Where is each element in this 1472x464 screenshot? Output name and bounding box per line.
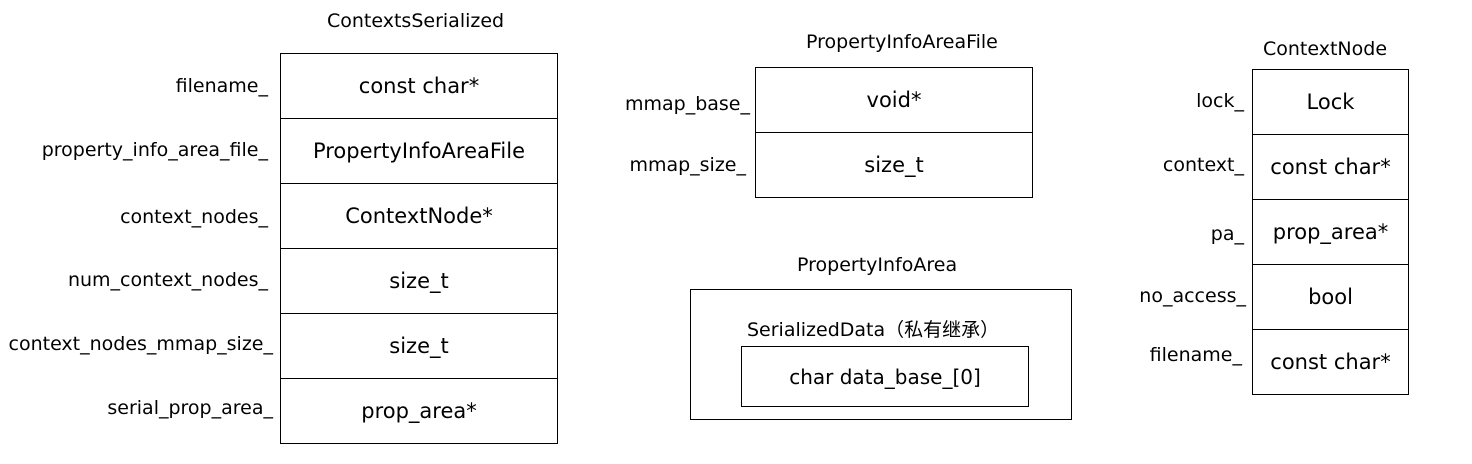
data-base-field: char data_base_[0]: [741, 346, 1029, 407]
type-cell-filename: const char*: [281, 54, 557, 119]
property-info-area-file-table: void* size_t: [755, 67, 1033, 198]
type-cell-num-context-nodes: size_t: [281, 249, 557, 314]
serialized-data-title: SerializedData（私有继承）: [747, 319, 1000, 341]
contexts-serialized-title: ContextsSerialized: [327, 10, 505, 32]
field-label-context: context_: [1162, 154, 1244, 176]
property-info-area-file-title: PropertyInfoAreaFile: [806, 31, 998, 53]
type-cell-property-info-area-file: PropertyInfoAreaFile: [281, 119, 557, 184]
type-cell-serial-prop-area: prop_area*: [361, 399, 477, 423]
type-cell-pa: prop_area*: [1253, 200, 1408, 265]
type-cell-context-nodes-mmap-size: size_t: [281, 314, 557, 379]
context-node-table: Lock const char* prop_area* bool const c…: [1252, 69, 1409, 395]
field-label-property-info-area-file: property_info_area_file_: [41, 139, 268, 161]
type-cell-lock: Lock: [1253, 70, 1408, 135]
type-cell-mmap-base: void*: [756, 68, 1032, 133]
field-label-filename: filename_: [175, 75, 268, 97]
field-label-num-context-nodes: num_context_nodes_: [67, 269, 268, 291]
field-label-serial-prop-area: serial_prop_area_: [107, 397, 273, 419]
type-cell-context-nodes: ContextNode*: [281, 184, 557, 249]
field-label-context-nodes-mmap-size: context_nodes_mmap_size_: [8, 333, 274, 355]
field-label-context-nodes: context_nodes_: [120, 206, 268, 228]
field-label-pa: pa_: [1210, 223, 1244, 245]
contexts-serialized-table: const char* PropertyInfoAreaFile Context…: [280, 53, 558, 444]
field-label-mmap-base: mmap_base_: [624, 93, 750, 115]
property-info-area-title: PropertyInfoArea: [797, 254, 958, 276]
field-label-no-access: no_access_: [1139, 285, 1246, 307]
type-cell-filename-node: const char*: [1270, 350, 1391, 374]
type-cell-context: const char*: [1253, 135, 1408, 200]
property-info-area-box: SerializedData（私有继承） char data_base_[0]: [690, 289, 1072, 420]
field-label-lock: lock_: [1196, 90, 1244, 112]
field-label-filename-node: filename_: [1149, 344, 1242, 366]
context-node-title: ContextNode: [1263, 38, 1388, 60]
field-label-mmap-size: mmap_size_: [629, 154, 746, 176]
type-cell-no-access: bool: [1253, 265, 1408, 330]
type-cell-mmap-size: size_t: [864, 153, 924, 177]
